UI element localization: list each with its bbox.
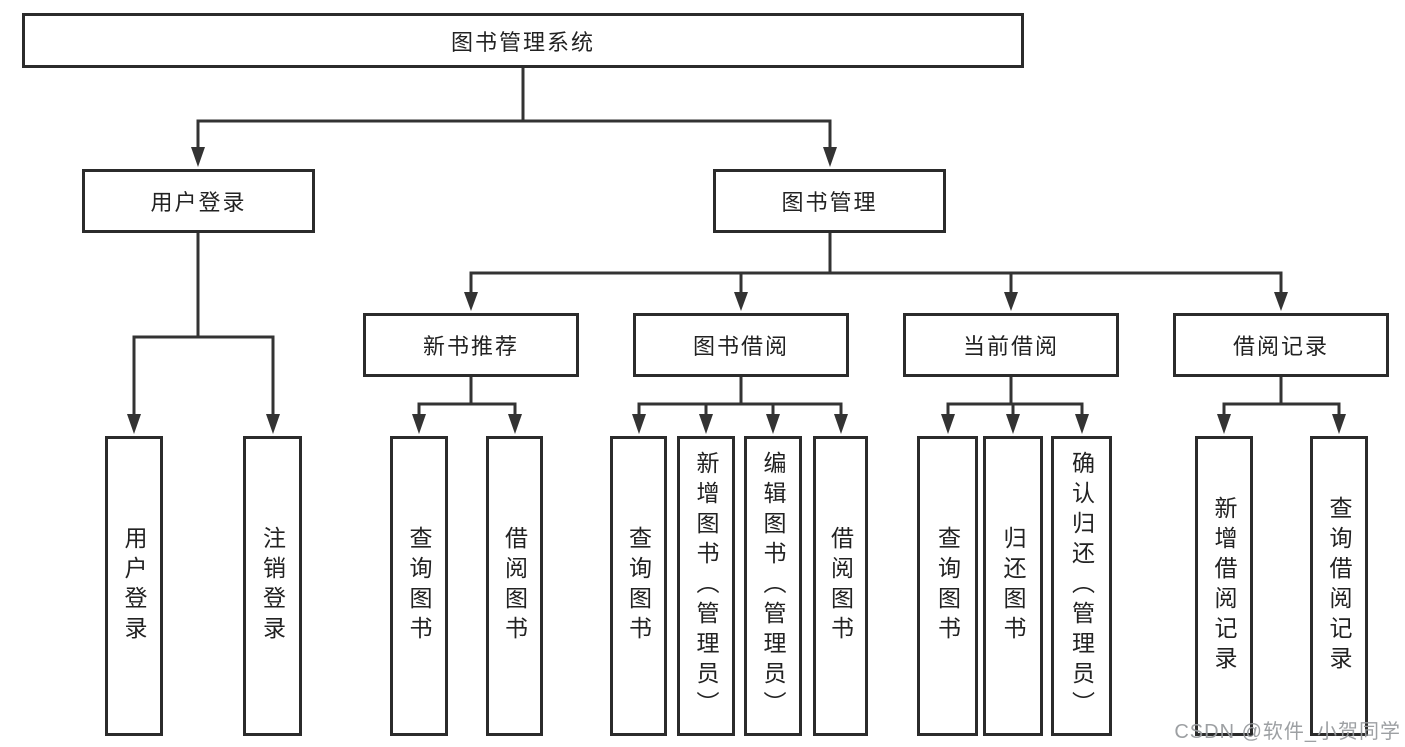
leaf-add-book-admin: 新增图书（管理员） — [677, 436, 735, 736]
node-new-book-recommendation: 新书推荐 — [363, 313, 579, 377]
leaf-edit-book-admin: 编辑图书（管理员） — [744, 436, 802, 736]
leaf-return-book: 归还图书 — [983, 436, 1043, 736]
node-book-management: 图书管理 — [713, 169, 946, 233]
node-borrowing-records: 借阅记录 — [1173, 313, 1389, 377]
node-library-system: 图书管理系统 — [22, 13, 1024, 68]
csdn-watermark: CSDN @软件_小贺同学 — [1174, 721, 1401, 743]
leaf-borrow-book: 借阅图书 — [486, 436, 543, 736]
leaf-user-login: 用户登录 — [105, 436, 163, 736]
leaf-confirm-return-admin: 确认归还（管理员） — [1051, 436, 1112, 736]
node-current-borrowing: 当前借阅 — [903, 313, 1119, 377]
node-user-login: 用户登录 — [82, 169, 315, 233]
leaf-logout: 注销登录 — [243, 436, 302, 736]
node-book-borrowing: 图书借阅 — [633, 313, 849, 377]
leaf-query-book: 查询图书 — [917, 436, 978, 736]
leaf-query-borrow-record: 查询借阅记录 — [1310, 436, 1368, 736]
leaf-query-book: 查询图书 — [610, 436, 667, 736]
leaf-query-book: 查询图书 — [390, 436, 448, 736]
leaf-add-borrow-record: 新增借阅记录 — [1195, 436, 1253, 736]
leaf-borrow-book: 借阅图书 — [813, 436, 868, 736]
